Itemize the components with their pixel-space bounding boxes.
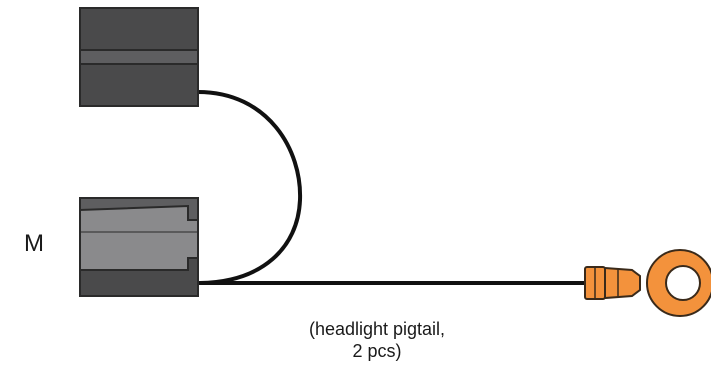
part-letter-label: M [24, 230, 44, 257]
connector-socket-icon [79, 197, 199, 297]
caption-line-2: 2 pcs) [352, 341, 402, 361]
pigtail-caption: (headlight pigtail, 2 pcs) [302, 318, 452, 362]
connector-plug-icon [79, 7, 199, 107]
loop-wire [196, 90, 303, 285]
caption-line-1: (headlight pigtail, [308, 319, 446, 339]
ring-terminal-icon [584, 249, 711, 317]
